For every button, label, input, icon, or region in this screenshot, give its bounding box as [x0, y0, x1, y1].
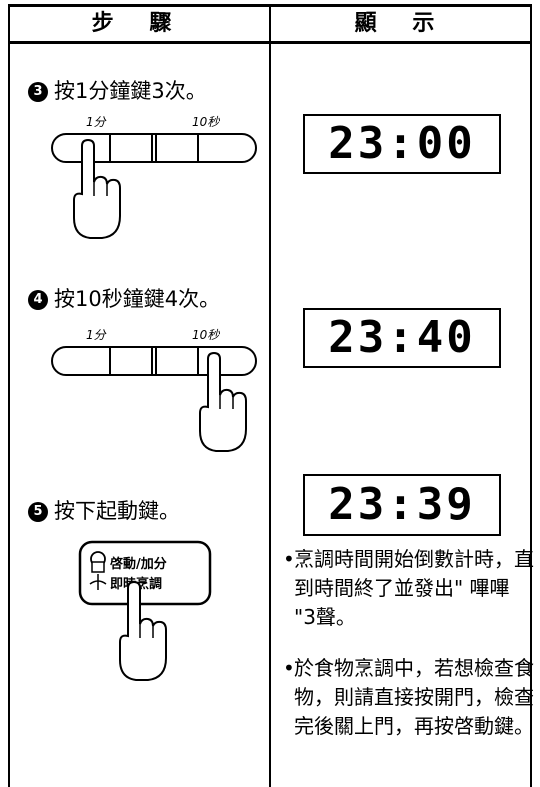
step-text: 按下起動鍵。 — [54, 499, 180, 523]
header-display: 顯 示 — [354, 11, 449, 36]
ten-second-key-label: 10秒 — [192, 115, 220, 129]
step-4: 4 按10秒鐘鍵4次。 — [28, 283, 220, 313]
step-text: 按10秒鐘鍵4次。 — [54, 287, 221, 311]
display-step-4: 23:40 — [303, 308, 501, 368]
step-text: 按1分鐘鍵3次。 — [54, 79, 207, 103]
keypad-illustration: 1分 10秒 — [51, 115, 257, 239]
header-steps: 步 驟 — [91, 11, 186, 36]
ten-second-key-label: 10秒 — [192, 328, 220, 342]
bullet-icon: • — [283, 656, 295, 680]
start-button-line1: 啓動/加分 — [110, 556, 167, 572]
step-5: 5 按下起動鍵。 — [28, 495, 180, 525]
note-countdown: • 烹調時間開始倒數計時，直到時間終了並發出" 嗶嗶 "3聲。 — [283, 545, 535, 632]
step-number-badge: 3 — [28, 82, 48, 102]
column-divider — [269, 4, 271, 787]
table-frame — [8, 4, 532, 787]
step-3: 3 按1分鐘鍵3次。 — [28, 75, 207, 105]
step-number-badge: 5 — [28, 502, 48, 522]
display-step-3: 23:00 — [303, 114, 501, 174]
bullet-icon: • — [283, 547, 295, 571]
pressing-hand-icon — [73, 138, 121, 239]
note-text: 於食物烹調中，若想檢查食物，則請直接按開門，檢查完後關上門，再按啓動鍵。 — [294, 656, 534, 738]
start-button-illustration: 啓動/加分 即時烹調 — [78, 540, 212, 681]
pressing-hand-icon — [119, 580, 167, 681]
keypad-illustration: 1分 10秒 — [51, 328, 257, 452]
display-step-5: 23:39 — [303, 474, 501, 536]
step-number-badge: 4 — [28, 290, 48, 310]
note-text: 烹調時間開始倒數計時，直到時間終了並發出" 嗶嗶 "3聲。 — [294, 547, 534, 629]
pressing-hand-icon — [199, 351, 247, 452]
minute-key-label: 1分 — [86, 115, 107, 129]
note-check-food: • 於食物烹調中，若想檢查食物，則請直接按開門，檢查完後關上門，再按啓動鍵。 — [283, 654, 535, 741]
chef-icon — [89, 551, 107, 590]
minute-key-label: 1分 — [86, 328, 107, 342]
